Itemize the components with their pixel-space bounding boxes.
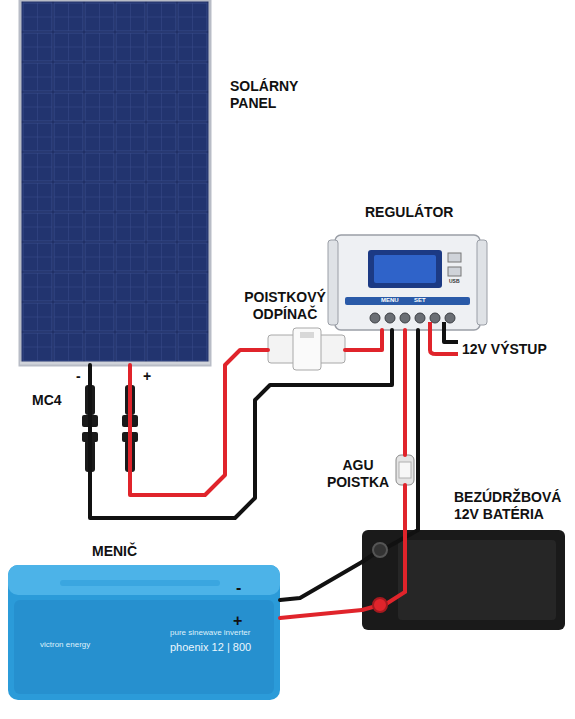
wire — [403, 330, 407, 455]
wire — [416, 330, 420, 530]
wire — [403, 485, 407, 530]
polarity-sign: + — [233, 611, 242, 630]
wire — [90, 330, 392, 518]
component-label: AGU POISTKA — [326, 457, 390, 491]
port-label: USB — [449, 278, 460, 284]
wire — [280, 562, 362, 600]
battery-drawing — [362, 530, 565, 630]
regulator-drawing — [328, 235, 487, 330]
connector-label: MC4 — [32, 392, 62, 409]
component-label: POISTKOVÝ ODPÍNAČ — [240, 289, 330, 323]
output-label: 12V VÝSTUP — [462, 341, 547, 358]
wire — [345, 330, 382, 350]
polarity-sign: + — [143, 368, 151, 385]
component-label: REGULÁTOR — [365, 204, 475, 221]
solar-panel: SOLÁRNY PANEL — [20, 0, 210, 365]
inverter-drawing — [8, 565, 280, 700]
polarity-sign: - — [236, 578, 241, 597]
model-label: phoenix 12 | 800 — [170, 641, 251, 654]
output-wire — [430, 322, 458, 354]
brand-label: victron energy — [40, 640, 90, 650]
agu-fuse: AGU POISTKA — [396, 455, 414, 485]
polarity-sign: - — [76, 368, 81, 385]
wire — [280, 610, 362, 618]
wire — [130, 350, 268, 495]
agu-fuse-drawing — [396, 455, 414, 485]
battery: BEZÚDRŽBOVÁ 12V BATÉRIA — [362, 530, 565, 630]
component-label: BEZÚDRŽBOVÁ 12V BATÉRIA — [454, 489, 572, 523]
solar-panel-drawing — [20, 0, 210, 365]
fuse-disconnector: POISTKOVÝ ODPÍNAČ — [268, 333, 345, 365]
component-label: SOLÁRNY PANEL — [230, 78, 320, 112]
product-label: pure sinewave inverter — [170, 628, 250, 638]
fuse-disconnector-drawing — [268, 328, 345, 370]
component-label: MENIČ — [92, 543, 172, 560]
button-label: MENU — [381, 297, 399, 304]
button-label: SET — [414, 297, 426, 304]
